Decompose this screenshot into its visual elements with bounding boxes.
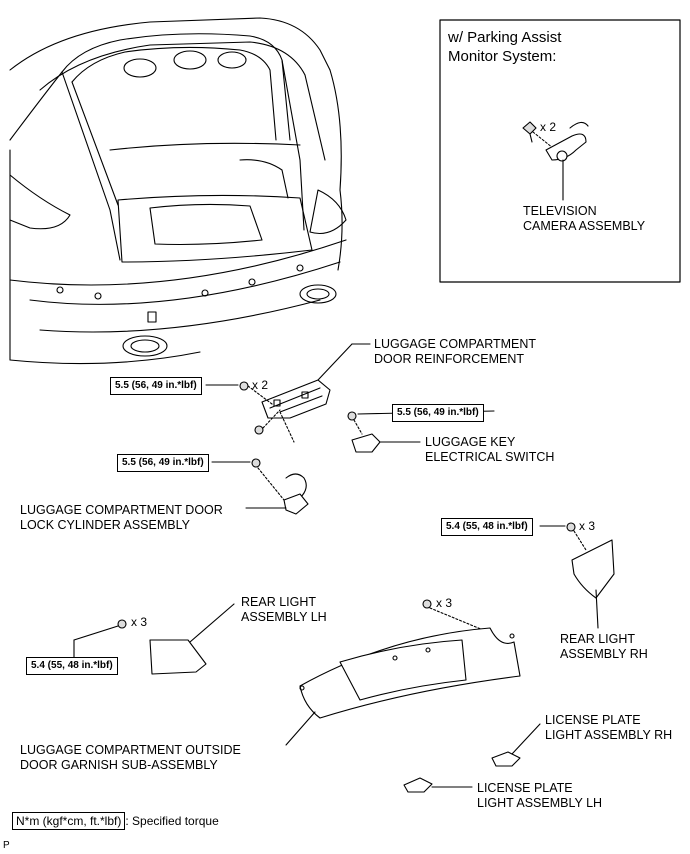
torque-legend: N*m (kgf*cm, ft.*lbf): Specified torque [12, 812, 219, 830]
vehicle-rear-illustration [9, 17, 347, 365]
reinforcement-bolts [239, 381, 295, 443]
garnish-label: LUGGAGE COMPARTMENT OUTSIDE DOOR GARNISH… [20, 743, 241, 772]
lock-cylinder-label: LUGGAGE COMPARTMENT DOOR LOCK CYLINDER A… [20, 503, 223, 532]
figure-code: P [3, 840, 10, 851]
inset-title: w/ Parking Assist Monitor System: [448, 28, 561, 66]
reinforcement-qty: x 2 [252, 378, 269, 392]
door-reinforcement-drawing [261, 343, 353, 419]
luggage-key-switch-drawing [347, 411, 421, 453]
door-reinforcement-label: LUGGAGE COMPARTMENT DOOR REINFORCEMENT [374, 337, 537, 366]
rear-light-rh-label: REAR LIGHT ASSEMBLY RH [560, 632, 648, 661]
rear-light-rh-qty: x 3 [579, 519, 596, 533]
television-camera-label: TELEVISION CAMERA ASSEMBLY [523, 204, 646, 233]
legend-unit-box: N*m (kgf*cm, ft.*lbf) [12, 812, 126, 830]
camera-qty: x 2 [540, 120, 557, 134]
torque-lock-cylinder: 5.5 (56, 49 in.*lbf) [117, 454, 209, 472]
key-switch-label: LUGGAGE KEY ELECTRICAL SWITCH [425, 435, 555, 464]
legend-description: : Specified torque [125, 814, 219, 828]
plate-light-lh-label: LICENSE PLATE LIGHT ASSEMBLY LH [477, 781, 603, 810]
torque-reinforcement: 5.5 (56, 49 in.*lbf) [110, 377, 202, 395]
inset-frame [439, 19, 681, 283]
inset-title-line1: w/ Parking Assist [448, 29, 562, 46]
rear-light-lh-qty: x 3 [131, 615, 148, 629]
door-garnish-drawing [285, 599, 521, 746]
torque-key-switch: 5.5 (56, 49 in.*lbf) [392, 404, 484, 422]
lock-cylinder-drawing [245, 458, 309, 515]
license-plate-lights-drawing [403, 723, 541, 793]
rear-light-lh-label: REAR LIGHT ASSEMBLY LH [241, 595, 327, 624]
torque-rear-light-lh: 5.4 (55, 48 in.*lbf) [26, 657, 118, 675]
plate-light-rh-label: LICENSE PLATE LIGHT ASSEMBLY RH [545, 713, 673, 742]
torque-rear-light-rh: 5.4 (55, 48 in.*lbf) [441, 518, 533, 536]
television-camera-assembly-drawing [522, 121, 589, 201]
garnish-qty: x 3 [436, 596, 453, 610]
inset-title-line2: Monitor System: [448, 48, 557, 65]
rear-light-rh-drawing [566, 522, 615, 629]
rear-light-lh-drawing [73, 603, 235, 675]
